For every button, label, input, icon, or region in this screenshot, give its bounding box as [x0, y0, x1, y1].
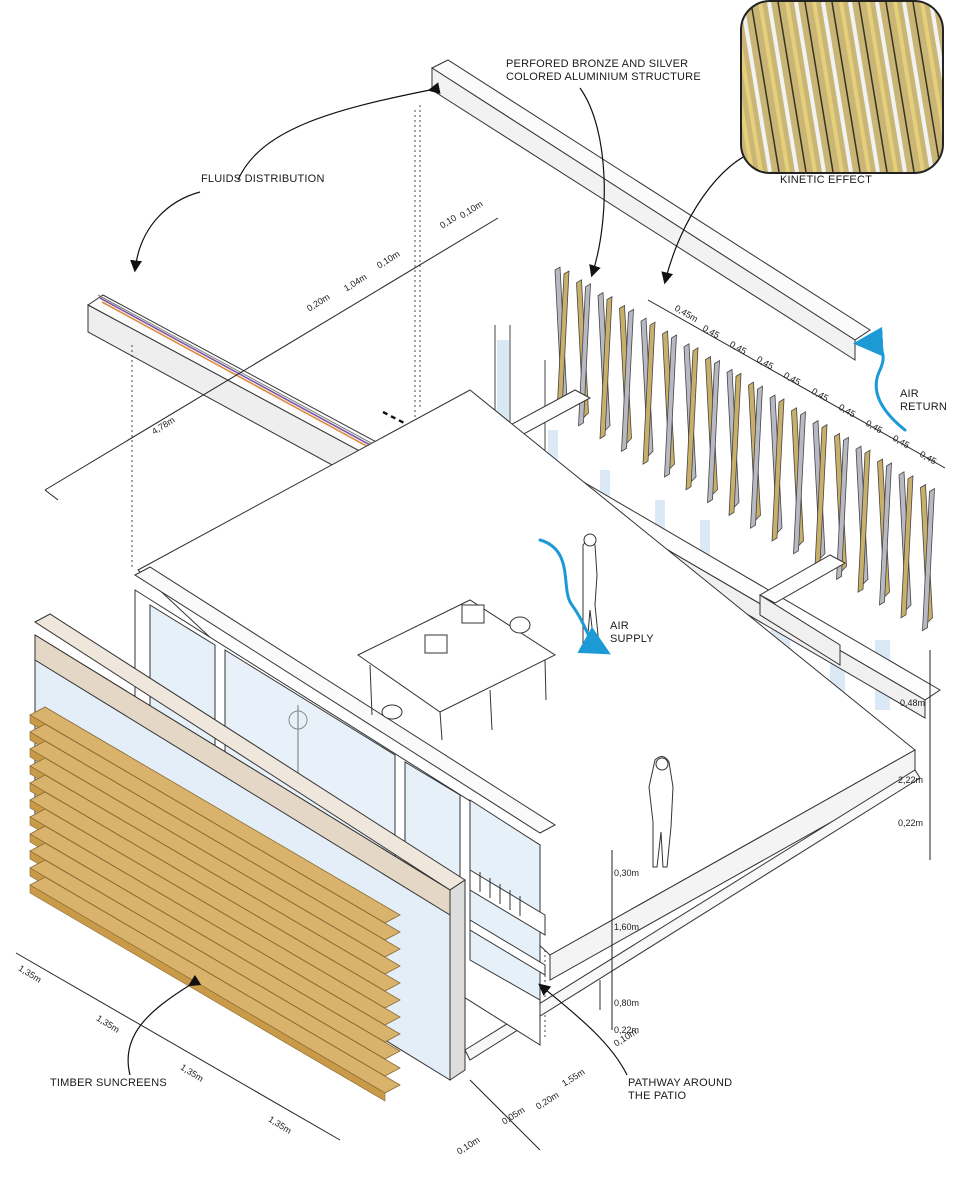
label-fluids: FLUIDS DISTRIBUTION	[201, 173, 325, 185]
kinetic-strand	[929, 2, 942, 82]
kinetic-strand	[939, 2, 942, 19]
fin	[554, 266, 570, 414]
kinetic-strand	[742, 98, 754, 172]
kinetic-strand	[742, 2, 772, 172]
fin	[640, 317, 656, 465]
fin	[898, 471, 914, 619]
fin	[812, 419, 828, 568]
dim-mid-vertical: 0,22m	[614, 1025, 640, 1035]
kinetic-strand	[750, 2, 780, 172]
fin	[683, 343, 699, 491]
label-kinetic: KINETIC EFFECT	[780, 174, 873, 186]
dim-right-vertical: 0,22m	[898, 818, 924, 828]
kinetic-effect-inset	[740, 0, 944, 174]
fin	[662, 330, 677, 478]
fin	[834, 432, 849, 581]
kinetic-strand	[767, 2, 799, 172]
kinetic-strand	[848, 2, 880, 172]
kinetic-strand	[912, 2, 942, 172]
kinetic-strand	[902, 2, 934, 172]
kinetic-strand	[893, 2, 925, 172]
dim-right-vertical: 2,22m	[898, 775, 924, 785]
label-perforated: PERFORED BRONZE AND SILVER COLORED ALUMI…	[506, 58, 701, 83]
label-air-supply: AIR SUPPLY	[610, 620, 654, 645]
air-arrows	[538, 326, 907, 655]
fin	[576, 279, 591, 427]
kinetic-strand	[758, 2, 790, 172]
fin	[769, 394, 785, 542]
fin	[877, 458, 892, 606]
dimension-lines	[15, 217, 946, 1151]
kinetic-strand	[794, 2, 826, 172]
kinetic-strand	[885, 2, 915, 172]
fin	[920, 483, 935, 632]
kinetic-strand	[821, 2, 853, 172]
fin	[597, 291, 613, 440]
fin	[748, 381, 763, 529]
dim-mid-vertical: 0,80m	[614, 998, 640, 1008]
kinetic-strand	[866, 2, 898, 172]
office-desks	[357, 599, 557, 741]
dim-right-vertical: 0,48m	[900, 698, 926, 708]
timber-sunscreen	[29, 613, 466, 1102]
upper-beam	[419, 59, 871, 410]
fin	[791, 407, 806, 555]
aluminium-fins	[554, 266, 935, 632]
kinetic-strand	[785, 2, 817, 172]
shelving	[469, 869, 546, 976]
fin	[705, 355, 720, 504]
kinetic-strand	[875, 2, 907, 172]
dim-mid-vertical: 1,60m	[614, 922, 640, 932]
label-air-return: AIR RETURN	[900, 388, 948, 413]
kinetic-strand	[742, 153, 745, 172]
kinetic-strand	[858, 2, 888, 172]
kinetic-strand	[804, 2, 834, 172]
fin	[855, 445, 871, 593]
kinetic-strand	[777, 2, 807, 172]
fin	[619, 304, 634, 453]
kinetic-strand	[742, 44, 763, 172]
kinetic-strand	[831, 2, 861, 172]
dim-mid-vertical: 0,30m	[614, 868, 640, 878]
room-floor	[137, 389, 921, 1061]
fin	[726, 368, 742, 517]
kinetic-pattern	[742, 2, 942, 172]
label-timber: TIMBER SUNCREENS	[50, 1077, 167, 1089]
kinetic-strand	[812, 2, 844, 172]
label-pathway: PATHWAY AROUND THE PATIO	[628, 1077, 733, 1102]
kinetic-strand	[920, 2, 942, 136]
kinetic-strand	[839, 2, 871, 172]
leader-lines	[127, 82, 761, 1076]
timber-slats	[29, 706, 401, 1102]
timber-slat-face	[29, 884, 386, 1102]
